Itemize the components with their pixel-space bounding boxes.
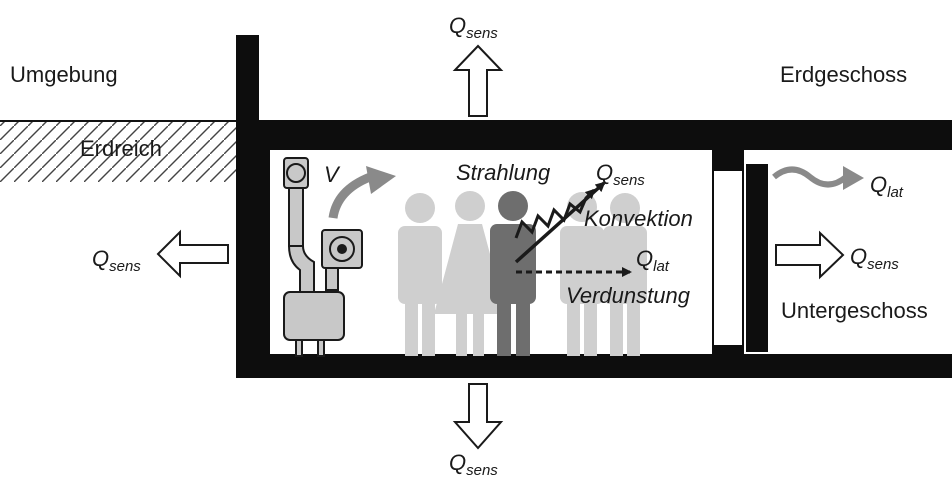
ground-hatching bbox=[0, 120, 236, 182]
heat-flow-down-arrow bbox=[452, 383, 504, 450]
ventilation-unit-icon bbox=[283, 157, 363, 357]
ground-label: Erdreich bbox=[80, 136, 162, 161]
slab-bottom bbox=[236, 354, 952, 378]
q-lat-evaporation-label: Qlat bbox=[636, 246, 670, 275]
convection-arrow bbox=[514, 181, 606, 264]
person-icon bbox=[434, 191, 506, 356]
wall-left-upper bbox=[236, 35, 259, 125]
q-sens-left-label: Qsens bbox=[92, 246, 141, 275]
partition-column bbox=[712, 120, 744, 170]
people-group bbox=[398, 191, 647, 356]
ventilation-label: V bbox=[324, 162, 341, 187]
radiation-label: Strahlung bbox=[456, 160, 551, 185]
q-lat-right-label: Qlat bbox=[870, 172, 904, 201]
heat-flow-right-arrow bbox=[775, 230, 845, 280]
door-bar bbox=[746, 164, 768, 352]
ground-floor-label: Erdgeschoss bbox=[780, 62, 907, 87]
latent-heat-wave-arrow bbox=[772, 166, 848, 188]
q-sens-bottom-label: Qsens bbox=[449, 450, 498, 479]
slab-top bbox=[236, 120, 952, 150]
person-icon bbox=[603, 193, 647, 356]
evaporation-label: Verdunstung bbox=[566, 283, 691, 308]
building-walls bbox=[236, 35, 952, 378]
q-sens-top-label: Qsens bbox=[449, 13, 498, 42]
q-sens-radiation-label: Qsens bbox=[596, 160, 645, 189]
convection-label: Konvektion bbox=[584, 206, 693, 231]
partition-pane-frame bbox=[712, 169, 744, 347]
heat-flow-up-arrow bbox=[452, 44, 504, 117]
ventilation-airflow-arrow bbox=[328, 172, 372, 219]
basement-label: Untergeschoss bbox=[781, 298, 928, 323]
radiation-arrow bbox=[514, 188, 596, 239]
partition-column-low bbox=[712, 345, 744, 378]
occupant-person-icon bbox=[490, 191, 536, 356]
heat-flow-left-arrow bbox=[156, 229, 229, 279]
q-sens-right-label: Qsens bbox=[850, 244, 899, 273]
wall-left bbox=[236, 120, 270, 378]
surroundings-label: Umgebung bbox=[10, 62, 118, 87]
person-icon bbox=[398, 193, 442, 356]
